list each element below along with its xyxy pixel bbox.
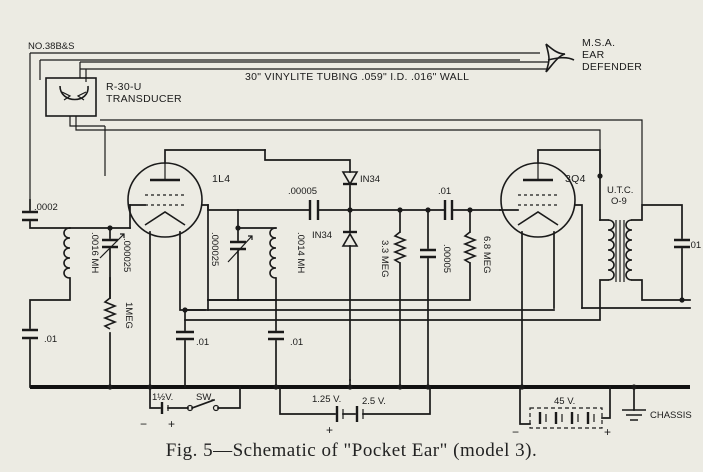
res-3-3meg <box>392 231 408 264</box>
label-tubing: 30" VINYLITE TUBING .059" I.D. .016" WAL… <box>245 71 469 83</box>
label-ear-defender-1: M.S.A. <box>582 37 615 49</box>
label-minus-a: − <box>140 417 147 431</box>
transducer-box <box>45 77 97 117</box>
label-tune1: .000025 <box>121 238 132 272</box>
label-minus-c: − <box>512 425 519 439</box>
diode-in34-bottom <box>341 232 359 247</box>
label-cap-couple2: .01 <box>438 186 451 197</box>
label-cap-low2: .01 <box>196 337 209 348</box>
label-plus-a: + <box>168 417 175 431</box>
label-tune2: .000025 <box>209 232 220 266</box>
label-diode2: IN34 <box>312 230 332 241</box>
figure-caption: Fig. 5—Schematic of "Pocket Ear" (model … <box>165 440 538 461</box>
label-cap-low1: .01 <box>44 334 57 345</box>
cap-01-mid2 <box>268 330 284 341</box>
label-wire-gauge: NO.38B&S <box>28 41 74 52</box>
label-transducer-2: TRANSDUCER <box>106 93 182 105</box>
label-res3: 6.8 MEG <box>481 236 492 274</box>
label-res1: 1MEG <box>123 302 134 329</box>
label-bat-b1: 1.25 V. <box>312 394 341 405</box>
cap-00005-det <box>420 248 436 259</box>
label-coil2: .0014 MH <box>295 232 306 273</box>
label-switch: SW. <box>196 392 213 403</box>
label-plus-c: + <box>604 425 611 439</box>
label-tube1: 1L4 <box>212 173 230 185</box>
cap-00005 <box>308 200 320 220</box>
tube-1l4 <box>127 149 266 388</box>
label-ear-defender-2: EAR <box>582 49 605 61</box>
diodes <box>264 149 401 381</box>
cap-01-mid1 <box>176 330 194 341</box>
cap-0002 <box>22 210 38 222</box>
junction-dots <box>107 173 685 390</box>
label-bat-c: 45 V. <box>554 396 575 407</box>
label-cap-det: .00005 <box>441 244 452 273</box>
label-transformer-1: U.T.C. <box>607 185 633 196</box>
battery-circuit <box>149 379 611 429</box>
transducer-magnet-icon <box>59 85 89 101</box>
cap-01-out <box>674 238 690 249</box>
chassis-ground-icon <box>622 386 646 421</box>
res-1meg <box>102 297 118 330</box>
coil-0014mh <box>269 227 277 279</box>
label-transducer-1: R-30-U <box>106 81 142 93</box>
diode-in34-top <box>341 171 359 186</box>
label-bat-a: 1½V. <box>152 392 173 403</box>
interstage-stage <box>207 200 351 388</box>
coil-0016mh <box>63 227 71 279</box>
label-res2: 3.3 MEG <box>379 240 390 278</box>
label-plus-b: + <box>326 423 333 437</box>
label-cap-low3: .01 <box>290 337 303 348</box>
label-transformer-2: O-9 <box>611 196 627 207</box>
top-wiring <box>29 43 643 205</box>
label-coil1: .0016 MH <box>89 232 100 273</box>
label-bat-b2: 2.5 V. <box>362 396 386 407</box>
res-6-8meg <box>462 231 478 264</box>
label-tube2: 3Q4 <box>565 173 586 185</box>
label-cap-couple1: .00005 <box>288 186 317 197</box>
cap-01-left <box>22 328 38 340</box>
tube-3q4 <box>184 149 601 388</box>
input-stage <box>22 199 131 388</box>
label-cap-in: .0002 <box>34 202 58 213</box>
label-cap-out: .01 <box>688 240 701 251</box>
ear-defender-icon <box>545 43 566 73</box>
label-chassis: CHASSIS <box>650 410 692 421</box>
label-ear-defender-3: DEFENDER <box>582 61 642 73</box>
cap-01-couple <box>443 200 454 220</box>
label-diode1: IN34 <box>360 174 380 185</box>
output-transformer <box>184 175 691 321</box>
